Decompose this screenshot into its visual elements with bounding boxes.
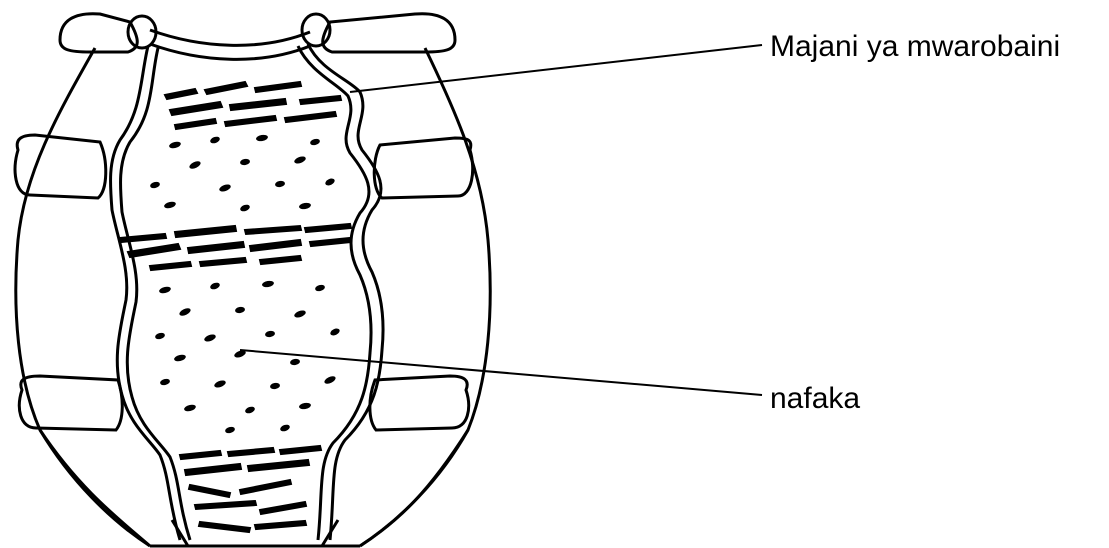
pot-rim [60, 14, 455, 60]
label-grain: nafaka [770, 382, 860, 415]
neem-leaf-layer-middle [120, 224, 351, 270]
pot-base [150, 520, 360, 546]
label-neem-leaves: Majani ya mwarobaini [770, 30, 1060, 63]
neem-leaf-layer-bottom [180, 446, 321, 532]
neem-leaf-layer-top [165, 82, 341, 129]
leader-line-grain [240, 350, 762, 395]
pot-bands [15, 135, 473, 546]
grain-dots [149, 134, 340, 434]
